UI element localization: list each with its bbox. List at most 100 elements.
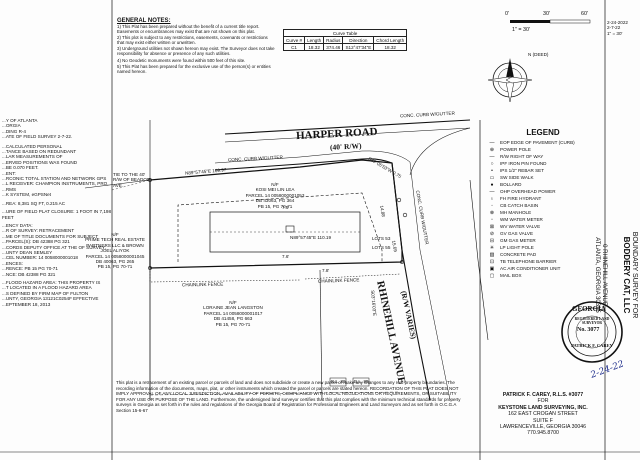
legend-label: FH FIRE HYDRANT xyxy=(500,196,542,201)
left-line: ...BE 0.070 FEET. xyxy=(2,165,39,171)
parcel-line: N/F xyxy=(229,300,237,305)
left-line: ...EPTEMBER 18, 2013 xyxy=(2,301,51,307)
list-item: • IPS 1/2" REBAR SET xyxy=(484,167,602,174)
legend-symbol-icon: ○ xyxy=(490,160,494,167)
left-line: ...Y OF ATLANTA xyxy=(2,118,38,123)
curve-cell: 18.32 xyxy=(304,43,325,51)
list-item: ♁FH FIRE HYDRANT xyxy=(484,195,602,202)
legend-symbol-icon: ⊡ xyxy=(489,258,495,265)
left-line: ...CALCULATED PERSONAL xyxy=(2,143,63,149)
structure-footprint xyxy=(209,211,361,253)
left-line: ...UNTY, GEORGIA 13121C0254F EFFECTIVE xyxy=(2,296,99,302)
legend-symbol-icon: ⊟ xyxy=(489,237,495,244)
seal-name: PATRICK F. CAREY xyxy=(571,343,613,348)
left-line: ...REA: 8,381 SQ FT, 0.215 AC xyxy=(2,200,66,206)
property-city: ATLANTA, GEORGIA 30315 xyxy=(594,237,600,313)
curve-cell: S12°47'34"E xyxy=(342,43,375,51)
surveyor-company: KEYSTONE LAND SURVEYING, INC. xyxy=(498,404,588,411)
list-item: —R/W RIGHT OF WAY xyxy=(484,153,602,160)
list-item: ▢MAIL BOX xyxy=(484,272,602,279)
lot-label: LOTS 53 xyxy=(372,236,391,241)
left-line: ...S DEFINED BY FIRM MAP OF FULTON xyxy=(2,290,89,296)
list-item: ▨CONCRETE PAD xyxy=(484,251,602,258)
legend-label: POWER POLE xyxy=(500,147,531,152)
curve-header: Direction xyxy=(342,36,375,44)
parcel-line: PB 15, PG 70-71 xyxy=(97,264,133,270)
parcel-line: PB 15, PG 70-71 xyxy=(257,203,293,209)
legend-label: TB TELEPHONE BARRIER xyxy=(500,259,557,264)
curve-header: Radius xyxy=(323,36,344,44)
surveyor-suite: SUITE F xyxy=(533,417,553,424)
legend-symbol-icon: ⊠ xyxy=(489,223,495,230)
title-block-dates: 2-24-2022 2-7-22 1" = 30' xyxy=(607,20,639,36)
chainlink-fence-south xyxy=(149,268,301,283)
harper-road-north-curb xyxy=(224,127,471,143)
note-2: 2) This plot is subject to any restricti… xyxy=(117,35,268,46)
legend-symbol-icon: ⊗ xyxy=(489,209,495,216)
legend-symbol-icon: ⊕ xyxy=(489,146,495,153)
harper-road-rw: (40' R/W) xyxy=(329,141,362,152)
left-line: ...ME OF TITLE DOCUMENTS FOR SUBJECT xyxy=(2,233,99,239)
left-column-data: ...Y OF ATLANTA ...ORGIA ...DING R-4 ...… xyxy=(2,118,112,307)
surveyor-seal xyxy=(561,301,623,363)
list-item: ▭SW SIDE WALK xyxy=(484,174,602,181)
list-item: —OHP OVERHEAD POWER xyxy=(484,188,602,195)
legend-label: GM GAS METER xyxy=(500,238,536,243)
legend-label: EOP EDGE OF PAVEMENT (CURB) xyxy=(500,140,575,145)
list-item: ⊕ POWER POLE xyxy=(484,146,602,153)
parcel-line: PARTNERS LLC & BROWN xyxy=(86,242,144,248)
building-setback-line xyxy=(177,192,383,262)
left-line: ...FLOOD HAZARD AREA: THIS PROPERTY IS xyxy=(2,279,101,285)
table-row: C1 18.32 374.46 S12°47'34"E 18.32 xyxy=(282,43,408,51)
date-value: 1" = 30' xyxy=(607,30,623,36)
list-item: ⊘GV GAS VALVE xyxy=(484,230,602,237)
list-item: — EOP EDGE OF PAVEMENT (CURB) xyxy=(484,139,602,146)
list-item: ⊗MH MANHOLE xyxy=(484,209,602,216)
curve-cell: 374.46 xyxy=(323,43,344,51)
parcel-line: PRIME TECH REAL ESTATE xyxy=(85,237,145,243)
surveyor-street: 162 EAST CROGAN STREET xyxy=(508,411,578,418)
left-line: ...RENCE: PB 15 PG 70-71 xyxy=(2,266,58,272)
harper-road-north-row xyxy=(224,119,471,135)
legend-symbol-icon: • xyxy=(491,167,493,174)
note-3: 3) Underground utilities not shown hereo… xyxy=(117,46,275,57)
surveyor-phone: 770.945.8700 xyxy=(527,430,559,437)
ac-pad xyxy=(285,225,295,233)
curve-table-title: Curve Table xyxy=(282,29,408,37)
list-item: ▣AC AIR CONDITIONER UNIT xyxy=(484,265,602,272)
legend-symbol-icon: — xyxy=(489,139,495,146)
parcel-line: PARCEL 14 0058000001045 xyxy=(85,253,145,259)
north-arrow xyxy=(487,58,533,103)
left-line: ...RCONIC TOTAL STATION AND NETWORK GPS xyxy=(2,176,107,182)
parcel-line: DB 43063, PG 364 xyxy=(255,198,295,204)
scale-label: 30' xyxy=(543,11,551,17)
legend-label: MAIL BOX xyxy=(500,273,522,278)
legend-symbol-icon: ▫ xyxy=(491,216,493,223)
parcel-line: PARCEL 14 0058000001017 xyxy=(203,310,263,316)
title-block: BOUNDARY SURVEY FOR BODDERY CAT, LLC xyxy=(618,0,640,452)
left-line: ...R OF SURVEY: RETRACEMENT xyxy=(2,228,75,234)
legend-label: IPS 1/2" REBAR SET xyxy=(500,168,545,173)
seal-state: GEORGIA xyxy=(572,305,606,313)
date-value: 2-7-22 xyxy=(607,25,621,31)
left-line: ...NCE: DB 42388 PG 321 xyxy=(2,271,56,277)
left-line: ...URE OF FIELD PLAT CLOSURE: 1 FOOT IN … xyxy=(2,209,112,220)
curve-header: Length xyxy=(304,36,325,44)
left-line: ...CORDS DEPUTY OFFICE AT THE OF SURVEY: xyxy=(2,244,106,250)
list-item: ○IPF IRON PIN FOUND xyxy=(484,160,602,167)
legend: LEGEND — EOP EDGE OF PAVEMENT (CURB) ⊕ POWE… xyxy=(484,128,602,279)
west-parcel-label: N/F PRIME TECH REAL ESTATE PARTNERS LLC … xyxy=(82,232,148,270)
legend-title: LEGEND xyxy=(526,128,560,137)
parcel-line: PB 15, PG 70-71 xyxy=(215,321,251,327)
left-line: ...ORGIA xyxy=(2,123,21,129)
left-line: ...K SYSTEM, eGPSNet xyxy=(2,192,52,198)
legend-symbol-icon: ▨ xyxy=(489,251,495,258)
parcel-line: PARCEL 14 0058000001053 xyxy=(245,192,305,198)
curve-cell: 18.32 xyxy=(373,43,408,51)
curve-header: Chord Length xyxy=(373,36,408,44)
parcel-line: N/F xyxy=(111,232,119,237)
surveyor-name: PATRICK F. CAREY, R.L.S. #3077 xyxy=(502,392,584,398)
legend-label: BOLLARD xyxy=(500,182,522,187)
